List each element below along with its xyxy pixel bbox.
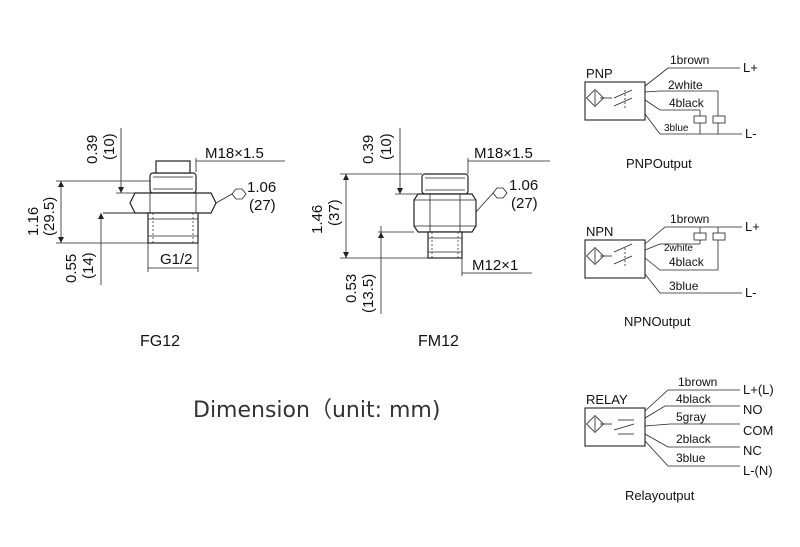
pnp-load-1 <box>693 115 707 124</box>
pnp-wire-3: 4black <box>669 96 705 110</box>
dimension-caption: Dimension（unit: mm) <box>193 398 440 423</box>
fm12-top-mm: (10) <box>378 133 395 160</box>
relay-output-caption: Relayoutput <box>625 488 695 503</box>
relay-terminal-3: COM <box>743 423 773 438</box>
pnp-label: PNP <box>586 66 613 81</box>
relay-wire-3: 5gray <box>676 410 706 424</box>
pnp-wire-1: 1brown <box>670 53 709 67</box>
fg12-hex-in: 1.06 <box>247 179 276 196</box>
npn-output-caption: NPNOutput <box>624 314 691 329</box>
fg12-hex-mm: (27) <box>249 197 276 214</box>
relay-terminal-2: NO <box>743 402 763 417</box>
fm12-m12-thread <box>427 231 463 259</box>
fg12-drawing <box>56 128 285 285</box>
fm12-hex-in: 1.06 <box>509 177 538 194</box>
fm12-thread-bottom: M12×1 <box>472 257 518 274</box>
fg12-thread-bottom: G1/2 <box>160 251 193 268</box>
pnp-wire-4: 3blue <box>664 123 689 134</box>
fg12-thread-body <box>147 212 199 244</box>
fm12-drawing <box>340 128 550 314</box>
pnp-sensor-icon <box>585 88 605 108</box>
npn-diagram <box>584 226 742 294</box>
relay-terminal-1: L+(L) <box>743 382 774 397</box>
fg12-top-mm: (10) <box>101 133 118 160</box>
fg12-top-nut <box>149 172 197 194</box>
fg12-bottom-mm: (14) <box>80 252 97 279</box>
fg12-height-in: 1.16 <box>25 207 42 236</box>
npn-wire-2: 2white <box>664 243 693 254</box>
pnp-output-caption: PNPOutput <box>626 156 692 171</box>
fm12-thread-label: M18×1.5 <box>474 145 533 162</box>
npn-load-2 <box>712 232 726 241</box>
fm12-height-in: 1.46 <box>309 205 326 234</box>
fm12-name: FM12 <box>418 333 459 350</box>
npn-l-minus: L- <box>745 285 757 300</box>
fm12-hex <box>413 193 477 233</box>
fm12-hex-mm: (27) <box>511 195 538 212</box>
pnp-l-plus: L+ <box>743 60 758 75</box>
relay-label: RELAY <box>586 392 628 407</box>
fg12-bottom-in: 0.55 <box>63 254 80 283</box>
npn-l-plus: L+ <box>745 219 760 234</box>
npn-sensor-box <box>584 239 646 279</box>
relay-diagram <box>584 389 740 467</box>
relay-wire-5: 3blue <box>676 451 706 465</box>
pnp-diagram <box>584 67 742 135</box>
pnp-sensor-box <box>584 81 646 121</box>
fg12-thread-label: M18×1.5 <box>205 145 264 162</box>
fg12-top-in: 0.39 <box>84 135 101 164</box>
relay-wire-1: 1brown <box>678 375 717 389</box>
fm12-hex-symbol <box>492 187 508 199</box>
pnp-l-minus: L- <box>745 126 757 141</box>
fg12-height-mm: (29.5) <box>41 197 58 236</box>
fg12-cap <box>155 160 191 174</box>
npn-wire-1: 1brown <box>670 212 709 226</box>
relay-wire-4: 2black <box>676 432 712 446</box>
pnp-load-2 <box>712 115 726 124</box>
npn-sensor-icon <box>585 246 605 266</box>
relay-sensor-icon <box>585 414 605 434</box>
fm12-bottom-mm: (13.5) <box>360 274 377 313</box>
relay-terminal-4: NC <box>743 443 762 458</box>
relay-wire-2: 4black <box>676 392 712 406</box>
fm12-top-nut <box>421 173 469 195</box>
npn-wire-3: 4black <box>669 255 705 269</box>
npn-wire-4: 3blue <box>669 279 699 293</box>
fm12-top-in: 0.39 <box>360 135 377 164</box>
fg12-name: FG12 <box>140 333 180 350</box>
pnp-wire-2: 2white <box>668 78 703 92</box>
fg12-hex <box>129 192 217 214</box>
fm12-height-mm: (37) <box>326 199 343 226</box>
npn-label: NPN <box>586 224 613 239</box>
fg12-hex-symbol <box>231 188 247 200</box>
relay-sensor-box <box>584 407 646 447</box>
relay-terminal-5: L-(N) <box>743 463 773 478</box>
npn-load-1 <box>693 232 707 241</box>
fm12-bottom-in: 0.53 <box>343 274 360 303</box>
